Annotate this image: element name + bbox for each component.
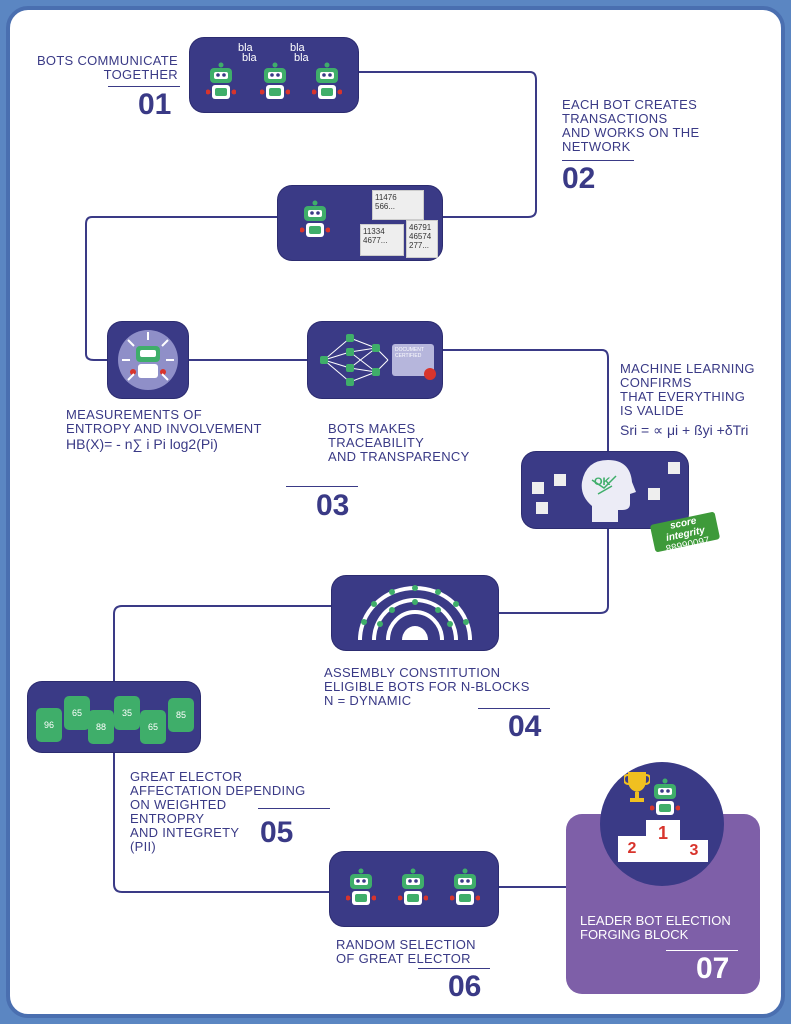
ml-box: OK: [522, 452, 688, 528]
assembly-hemicycle-icon: [358, 585, 472, 641]
step-01-rule: [108, 86, 180, 87]
step-02-number: 02: [562, 162, 596, 195]
robot-score: 88: [88, 710, 114, 744]
flow-connectors: [85, 71, 609, 893]
head-profile-icon: [581, 460, 636, 522]
robot-score: 75: [356, 894, 365, 903]
step-02-rule: [562, 160, 634, 161]
podium-second: 2: [618, 836, 646, 862]
robot-score: 85: [168, 698, 194, 732]
traceability-box: DOCUMENT CERTIFIED: [308, 322, 442, 398]
robot-icon: [649, 778, 681, 820]
step-07-number: 07: [696, 952, 730, 985]
data-cube-icon: [536, 502, 548, 514]
podium-first: 1: [646, 820, 680, 862]
ok-check: OK: [594, 476, 611, 488]
podium-third: 3: [680, 840, 708, 862]
entropy-box: [108, 322, 188, 398]
step-03-number: 03: [316, 489, 350, 522]
data-cube-icon: [648, 488, 660, 500]
step-05-rule: [258, 808, 330, 809]
step-07-rule: [666, 950, 738, 951]
step-01-number: 01: [138, 88, 172, 121]
step-04-rule: [478, 708, 550, 709]
speech-bla-1: bla: [238, 42, 253, 54]
robot-icon: [449, 868, 481, 910]
speech-bla-3: bla: [290, 42, 305, 54]
network-graph-icon: [320, 334, 389, 386]
robot-icon: [299, 200, 331, 242]
step-03-rule: [286, 486, 358, 487]
robot-score: 35: [114, 696, 140, 730]
data-cube-icon: [668, 462, 680, 474]
step-04-number: 04: [508, 710, 542, 743]
robot-score: 82: [460, 894, 469, 903]
entropy-icon: [118, 330, 178, 390]
ml-formula: Sri = ∝ μi + ßyi +δTri: [620, 422, 749, 438]
step-01-box: bla bla bla bla: [190, 38, 358, 112]
robot-icon: [397, 868, 429, 910]
robot-score: 96: [36, 708, 62, 742]
robot-icon: [345, 868, 377, 910]
step-06-rule: [418, 968, 490, 969]
random-selection-box: 75 95 82: [330, 852, 498, 926]
trophy-icon: [624, 772, 650, 802]
robot-score: 65: [140, 710, 166, 744]
step-05-number: 05: [260, 816, 294, 849]
robot-score: 95: [408, 894, 417, 903]
assembly-box: [332, 576, 498, 650]
data-cube-icon: [554, 474, 566, 486]
entropy-formula: HB(X)= - n∑ i Pi log2(Pi): [66, 436, 218, 452]
data-cube-icon: [532, 482, 544, 494]
great-elector-box: 96 65 88 35 65 85: [28, 682, 200, 752]
speech-bla-4: bla: [294, 52, 309, 64]
podium-circle: 1 2 3: [600, 762, 724, 886]
robot-icon: [259, 62, 291, 104]
robot-icon: [311, 62, 343, 104]
step-06-number: 06: [448, 970, 482, 1003]
speech-bla-2: bla: [242, 52, 257, 64]
robot-score: 65: [64, 696, 90, 730]
certificate-seal-icon: [424, 368, 436, 380]
robot-icon: [205, 62, 237, 104]
